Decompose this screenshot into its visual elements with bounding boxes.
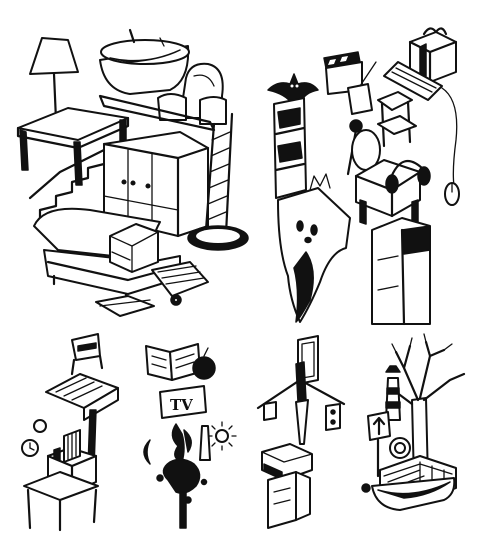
side-table-icon [377, 91, 417, 148]
mouse-icon [444, 182, 460, 206]
price-tag-icon [347, 61, 377, 115]
door-knife-drawing [256, 335, 346, 529]
drawer-box-icon [109, 223, 159, 273]
arrow-sign-icon [367, 411, 391, 478]
tv-sign: TV [159, 385, 207, 419]
wardrobe-icon [102, 131, 210, 238]
open-book-icon [145, 343, 201, 381]
smoke-cloud-icon [156, 458, 208, 529]
bat-icon [267, 73, 319, 105]
bottle-icon [199, 425, 211, 461]
chair-icon [70, 333, 104, 376]
small-bathtub-icon [361, 477, 456, 511]
moon-icon [143, 439, 151, 465]
stacked-boxes-icon [261, 443, 313, 529]
gift-box-icon [408, 27, 458, 84]
tree-sink-drawing [361, 333, 466, 511]
desk-icon [16, 107, 130, 186]
keyboard-icon [383, 61, 458, 187]
tv-stack-drawing: TV [143, 343, 237, 529]
apple-icon [192, 356, 216, 380]
nightstand-icon [354, 159, 422, 225]
lighthouse-icon [385, 365, 401, 421]
ghost-icon [277, 173, 351, 323]
tv-sign-text: TV [170, 396, 193, 414]
bookshelf-icon [273, 97, 307, 199]
bathtub-icon [99, 28, 190, 95]
ladder-icon [204, 112, 234, 236]
headphones-icon [385, 159, 431, 194]
grill-icon [151, 261, 209, 306]
armchair-icon [157, 62, 227, 125]
cabinet-block-icon [371, 217, 431, 326]
plant-icon [171, 423, 192, 463]
sun-icon [207, 421, 237, 451]
ghost-pile-drawing [267, 27, 460, 326]
knife-icon [295, 361, 309, 445]
furniture-pile-drawing [16, 28, 249, 317]
chair-toaster-drawing [21, 333, 119, 532]
